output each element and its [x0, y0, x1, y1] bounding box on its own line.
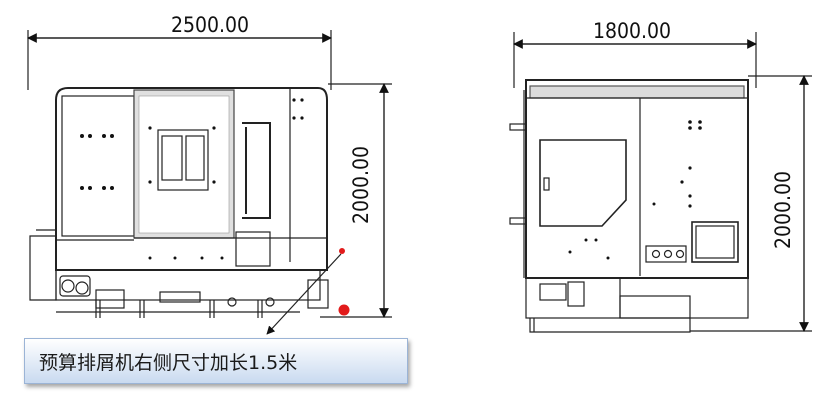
- front-height-dimension: 2000.00: [320, 83, 392, 318]
- annotation-callout: 预算排屑机右侧尺寸加长1.5米: [24, 338, 408, 384]
- annotation-text: 预算排屑机右侧尺寸加长1.5米: [39, 351, 298, 374]
- marker-dot-small: [339, 248, 345, 254]
- side-width-label: 1800.00: [593, 19, 671, 43]
- side-width-dimension: 1800.00: [513, 19, 757, 88]
- front-width-label: 2500.00: [171, 13, 249, 37]
- conveyor-extension-markers: [266, 248, 350, 335]
- side-machine-body: [509, 79, 749, 279]
- marker-dot-large: [338, 304, 350, 316]
- leader-arrow: [266, 253, 342, 335]
- front-base: [29, 229, 329, 318]
- side-view: 1800.00 2000.00: [509, 19, 812, 333]
- side-base: [525, 277, 749, 333]
- front-machine-body: [55, 87, 328, 271]
- front-width-dimension: 2500.00: [27, 13, 332, 90]
- front-view: 2500.00 2000.00: [27, 13, 392, 335]
- side-height-dimension: 2000.00: [690, 75, 812, 332]
- side-holes: [568, 120, 702, 260]
- front-holes: [80, 98, 304, 260]
- side-height-label: 2000.00: [771, 171, 795, 249]
- front-height-label: 2000.00: [349, 146, 373, 224]
